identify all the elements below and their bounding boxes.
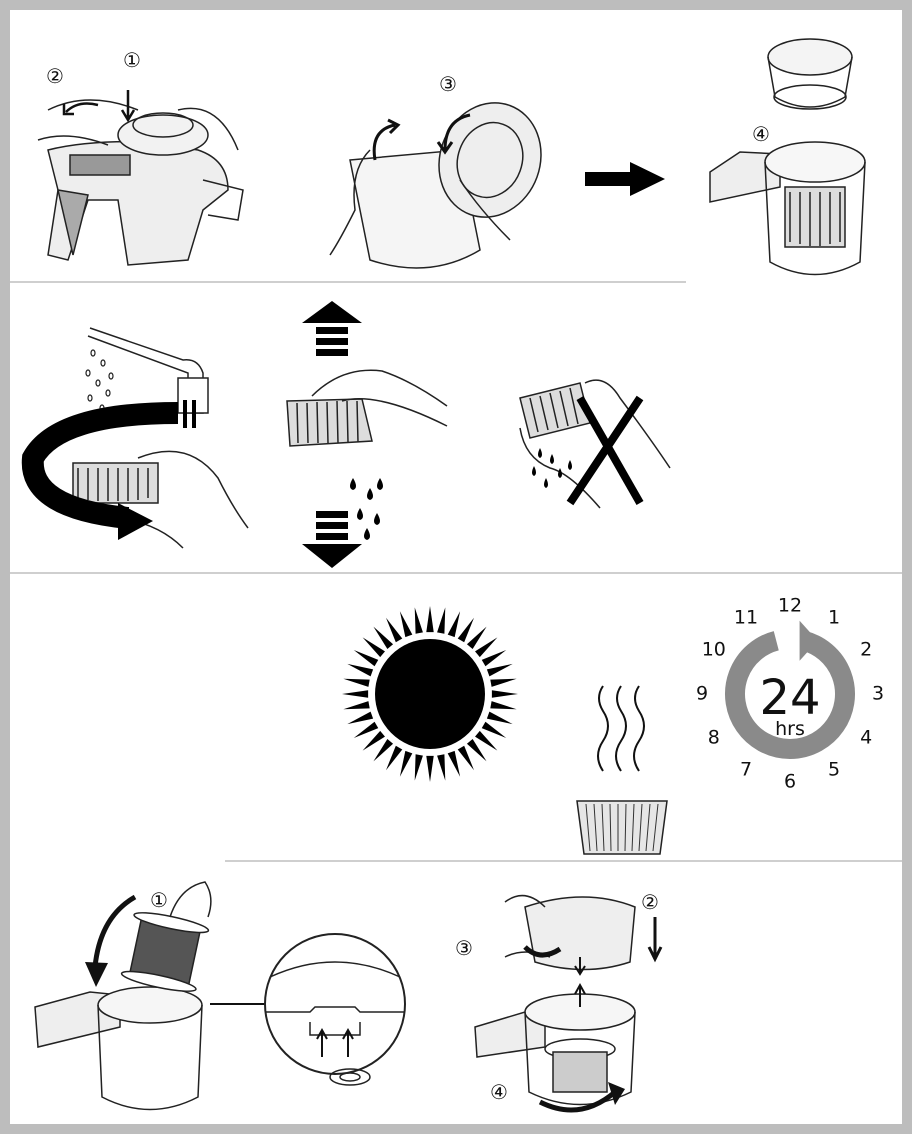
panel-washing xyxy=(10,283,902,571)
slide-arrow-icon xyxy=(64,104,98,114)
rotate-left-arrow-icon xyxy=(374,120,398,160)
sun-ray xyxy=(363,731,385,751)
sun-ray xyxy=(400,611,412,637)
timer-unit: hrs xyxy=(690,720,890,739)
sun-ray xyxy=(386,618,402,642)
do-not-wring-illustration xyxy=(510,368,680,513)
tap-rinse-illustration xyxy=(18,318,248,563)
push-down-arrow-icon xyxy=(649,917,661,959)
dial-number: 7 xyxy=(740,761,752,780)
sun-ray xyxy=(347,712,373,724)
falling-drops-icon xyxy=(345,478,390,543)
sun-ray xyxy=(437,754,445,780)
sun-ray xyxy=(490,701,516,709)
sun-icon xyxy=(340,604,520,784)
sun-ray xyxy=(482,650,506,666)
dial-number: 10 xyxy=(702,641,726,660)
filter-in-hand-illustration xyxy=(282,361,452,456)
sun-ray xyxy=(373,739,393,761)
sun-ray xyxy=(482,722,506,738)
sun-ray xyxy=(415,607,423,633)
sun-ray xyxy=(487,712,513,724)
timer-value: 24 xyxy=(690,674,890,722)
insert-arrow-icon xyxy=(95,897,135,967)
arrow-right-icon xyxy=(585,162,665,196)
drying-filter-illustration xyxy=(572,796,672,858)
sun-ray xyxy=(354,650,378,666)
dial-number: 6 xyxy=(784,773,796,792)
reassembly-step-4-marker: ④ xyxy=(490,1082,508,1102)
sun-ray xyxy=(467,627,487,649)
sun-ray xyxy=(354,722,378,738)
sun-ray xyxy=(400,751,412,777)
sun-ray xyxy=(343,701,369,709)
reassembly-step-3-marker: ③ xyxy=(455,938,473,958)
sun-ray xyxy=(373,627,393,649)
water-drops-icon xyxy=(86,350,113,411)
sun-ray xyxy=(448,751,460,777)
step-4-marker: ④ xyxy=(752,124,770,144)
sun-ray xyxy=(437,607,445,633)
reassembly-step-1-marker: ① xyxy=(150,890,168,910)
sun-ray xyxy=(475,731,497,751)
arrow-up-icon xyxy=(302,301,362,361)
alignment-detail-illustration xyxy=(210,917,410,1117)
sun-ray xyxy=(448,611,460,637)
handheld-vacuum-illustration xyxy=(28,70,258,280)
sun-ray xyxy=(426,756,433,782)
sun-ray xyxy=(347,664,373,676)
dust-container-twist-illustration xyxy=(310,100,560,280)
dial-number: 2 xyxy=(860,641,872,660)
dial-number: 1 xyxy=(828,608,840,627)
sun-ray xyxy=(386,746,402,770)
dial-number: 5 xyxy=(828,761,840,780)
sun-ray xyxy=(342,690,368,697)
step-1-marker: ① xyxy=(123,50,141,70)
steam-icon xyxy=(593,686,653,776)
sun-ray xyxy=(343,679,369,687)
reassembly-step-2-marker: ② xyxy=(641,892,659,912)
step-2-marker: ② xyxy=(46,66,64,86)
dial-number: 11 xyxy=(734,608,758,627)
sun-ray xyxy=(458,746,474,770)
instruction-sheet: ① ② ③ xyxy=(10,10,902,1124)
panel-reassembly: ① xyxy=(10,862,902,1124)
dial-number: 12 xyxy=(778,597,802,616)
step-3-marker: ③ xyxy=(439,74,457,94)
sun-ray xyxy=(490,679,516,687)
sun-ray xyxy=(492,690,518,697)
panel-disassembly: ① ② ③ xyxy=(10,10,902,280)
sun-ray xyxy=(426,606,433,632)
sun-ray xyxy=(467,739,487,761)
sun-ray xyxy=(415,754,423,780)
sun-ray xyxy=(475,637,497,657)
sun-ray xyxy=(458,618,474,642)
separated-parts-illustration xyxy=(700,22,890,280)
sun-ray xyxy=(487,664,513,676)
sun-ray xyxy=(363,637,385,657)
